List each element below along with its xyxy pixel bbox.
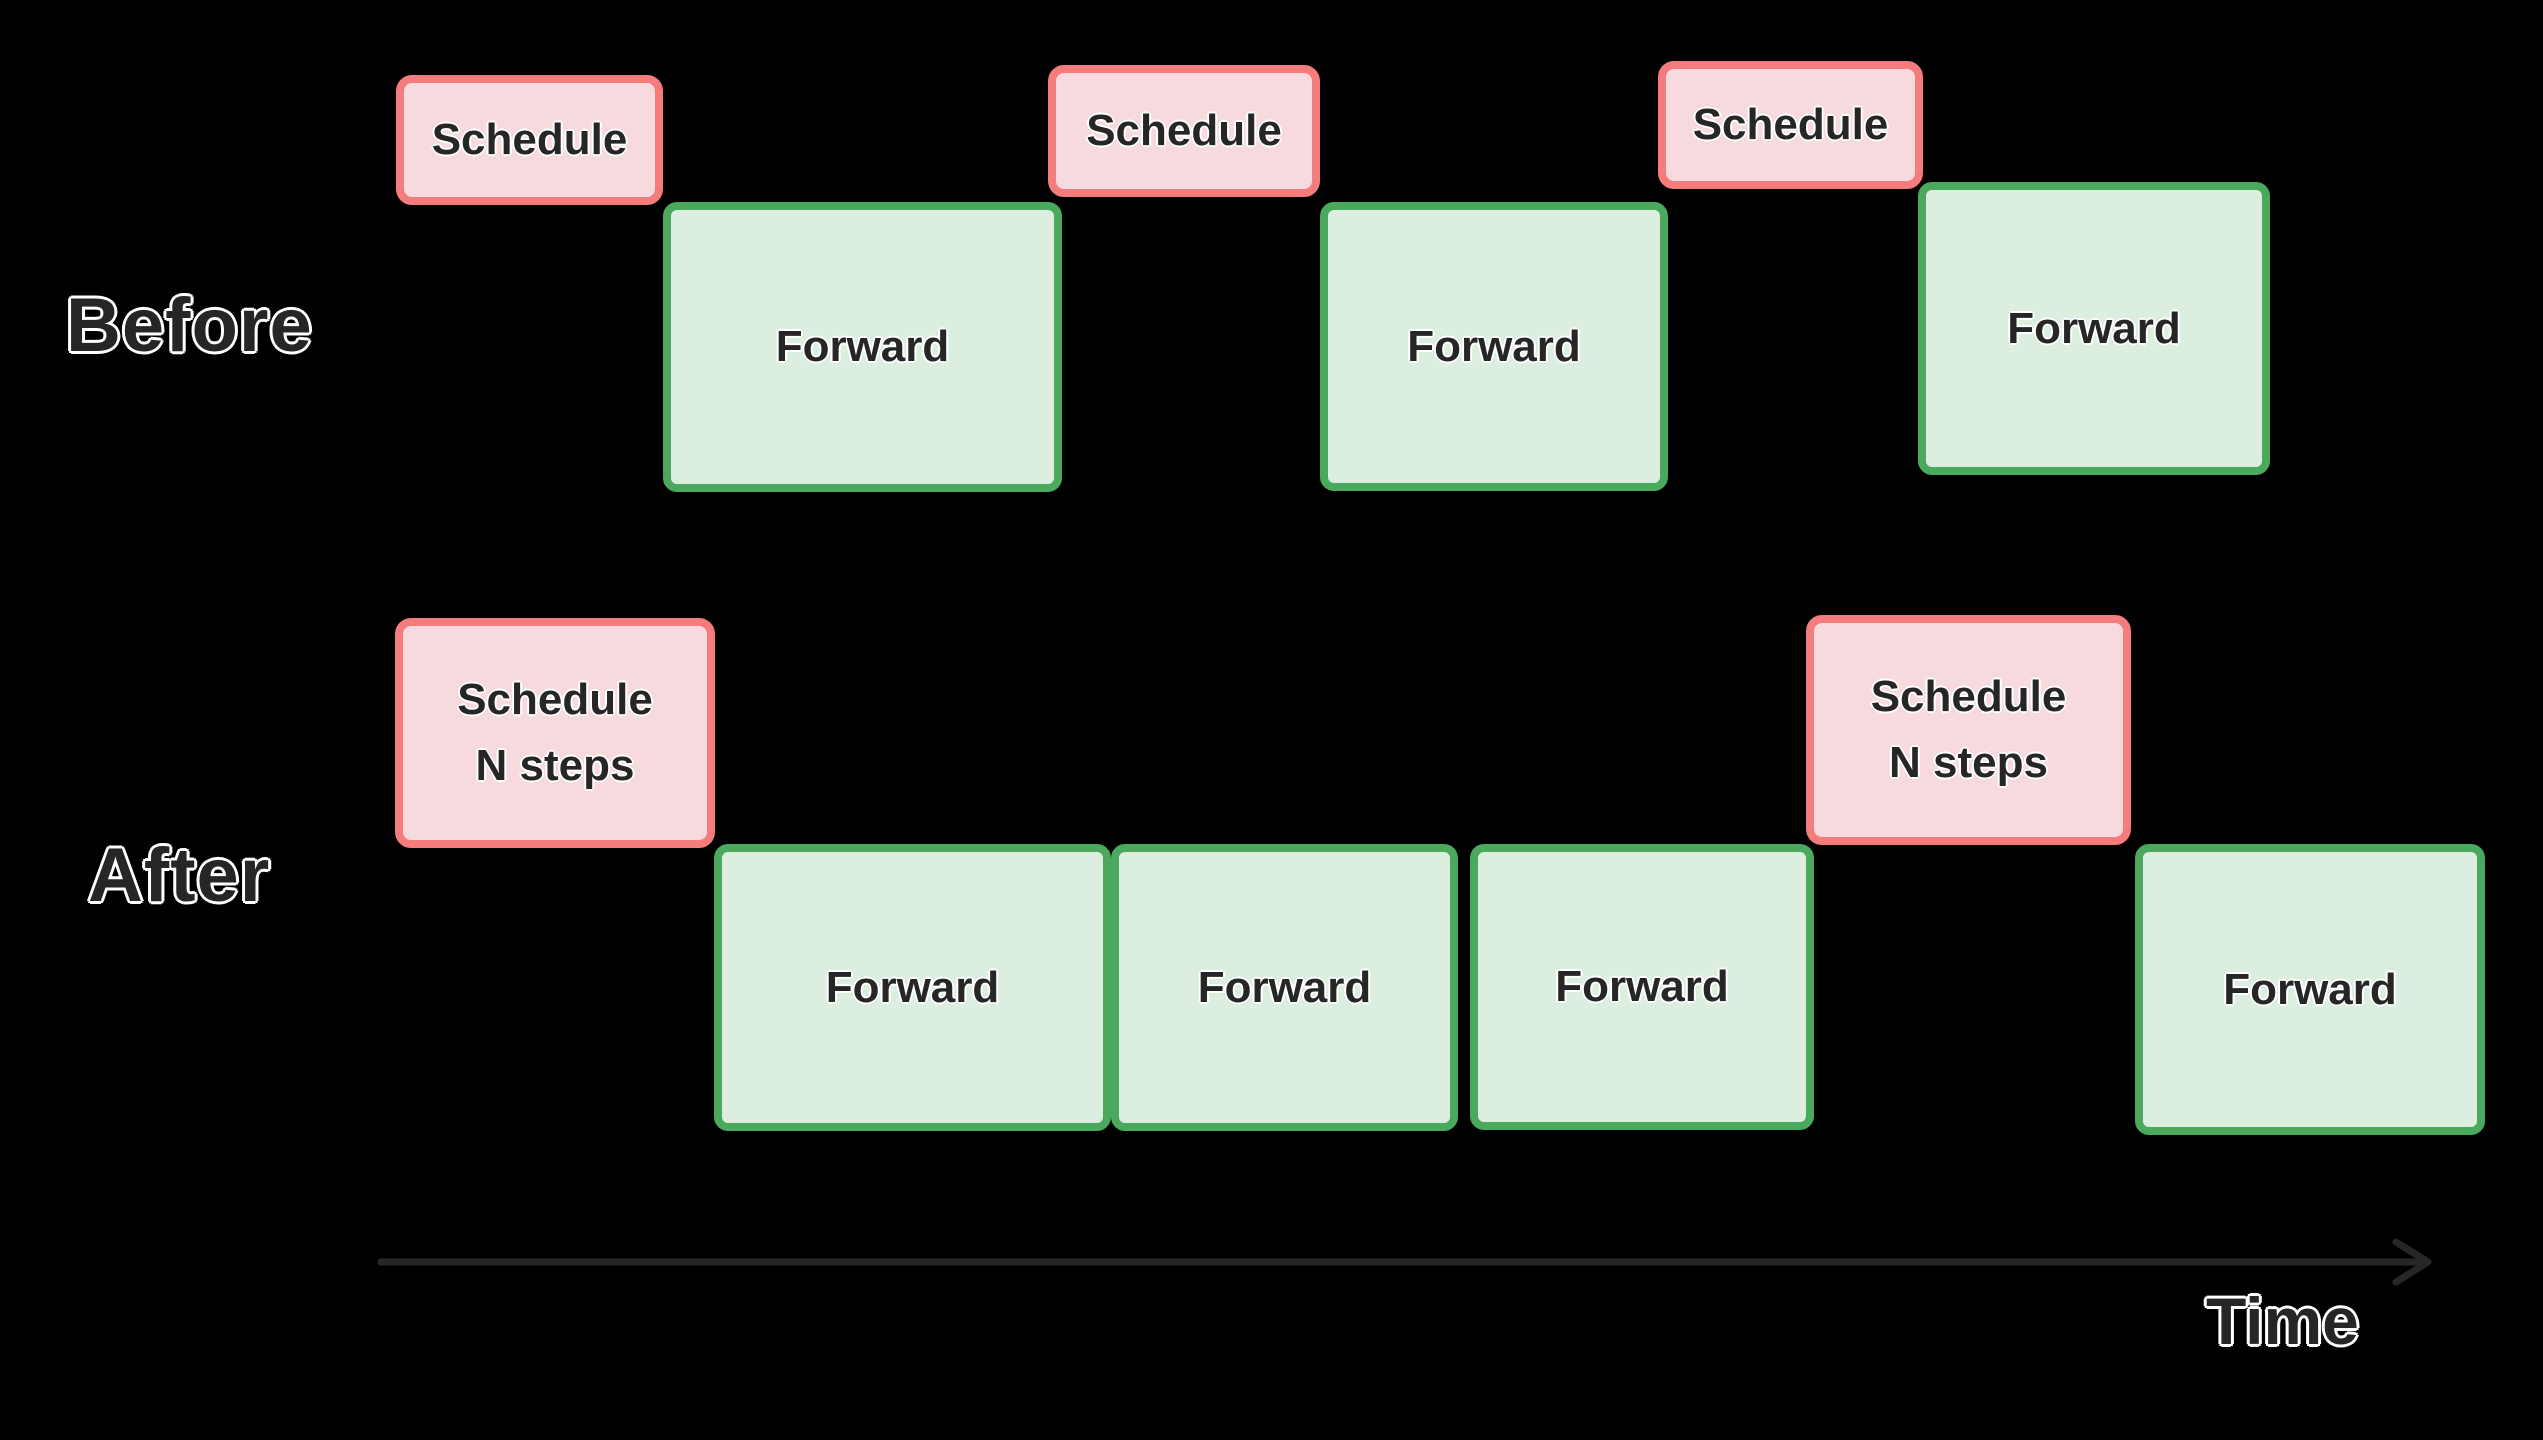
after-forward-box-3: Forward [1470,844,1814,1130]
before-forward-box-3-label: Forward [2007,303,2181,353]
after-forward-box-2-label: Forward [1197,962,1372,1012]
after-forward-box-2: Forward [1111,844,1458,1131]
before-schedule-box-3-label: Schedule [1692,100,1889,149]
after-schedule-n-steps-box-1: Schedule N steps [395,618,715,848]
before-schedule-box-2-label: Schedule [1086,106,1282,155]
before-forward-box-1: Forward [663,202,1062,492]
before-forward-box-3: Forward [1918,182,2270,475]
after-forward-box-4: Forward [2135,844,2485,1135]
before-row-label: Before [66,283,313,368]
after-forward-box-1: Forward [714,844,1111,1131]
after-schedule-box-2-label-line2: N steps [1889,738,2048,787]
before-schedule-box-3: Schedule [1658,61,1923,189]
before-forward-box-1-label: Forward [775,322,950,371]
before-schedule-box-2: Schedule [1048,65,1320,197]
after-forward-box-3-label: Forward [1555,962,1729,1011]
after-schedule-box-1-label-line2: N steps [475,741,635,790]
before-forward-box-2-label: Forward [1407,321,1581,371]
before-schedule-box-1: Schedule [396,75,663,205]
after-schedule-n-steps-box-2: Schedule N steps [1806,615,2131,845]
after-schedule-box-1-label-line1: Schedule [457,675,653,724]
before-schedule-box-1-label: Schedule [431,115,628,164]
after-row-label: After [88,833,271,918]
after-schedule-box-2-label-line1: Schedule [1870,672,2067,721]
after-forward-box-4-label: Forward [2223,964,2397,1014]
time-axis-label: Time [2206,1284,2359,1358]
after-forward-box-1-label: Forward [825,962,1000,1012]
before-forward-box-2: Forward [1320,202,1668,491]
